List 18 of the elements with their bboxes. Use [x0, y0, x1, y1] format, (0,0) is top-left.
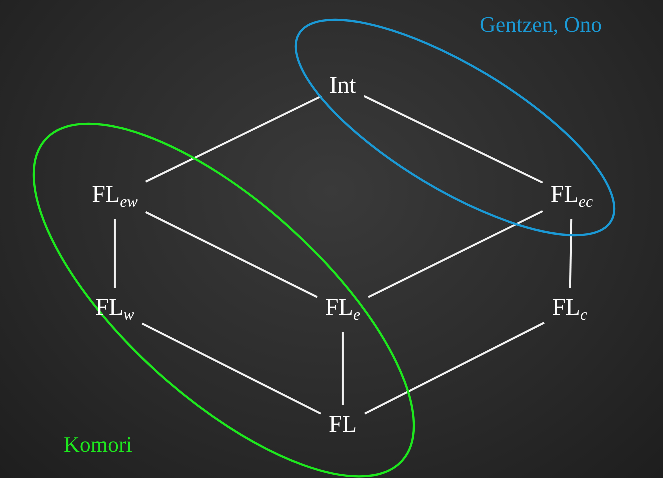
group-label: Komori	[64, 432, 132, 458]
logic-label: FL$_{ec}$	[550, 182, 594, 211]
connector-line	[364, 322, 545, 415]
logic-label: FL$_{ew}$	[92, 182, 138, 211]
connector-line	[145, 95, 322, 183]
group-label: Gentzen, Ono	[480, 12, 602, 38]
logic-label: FL$_{e}$	[325, 296, 361, 324]
logic-label: Int	[330, 74, 356, 98]
connector-line	[368, 210, 544, 298]
connector-line	[145, 211, 318, 298]
connector-line	[364, 95, 544, 184]
connector-line	[142, 322, 322, 415]
logic-label: FL$_{w}$	[96, 296, 134, 324]
connector-line	[569, 218, 573, 288]
connector-line	[342, 332, 344, 405]
logic-label: FL$_{c}$	[552, 296, 588, 324]
logic-label: FL	[328, 412, 357, 437]
connector-line	[114, 218, 116, 288]
